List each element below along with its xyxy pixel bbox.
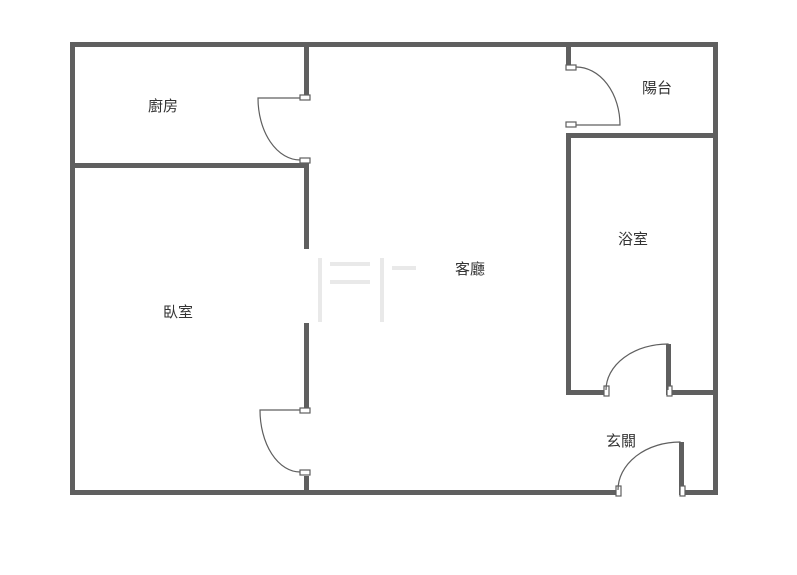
outer-walls bbox=[70, 42, 718, 495]
room-label-kitchen: 廚房 bbox=[148, 97, 178, 115]
room-label-entrance: 玄關 bbox=[606, 432, 636, 450]
entrance-door bbox=[615, 441, 686, 497]
balcony-door bbox=[565, 64, 621, 128]
bedroom-door bbox=[259, 407, 311, 476]
room-label-balcony: 陽台 bbox=[642, 79, 672, 97]
watermark bbox=[318, 258, 416, 322]
kitchen-door bbox=[257, 94, 311, 164]
room-label-bedroom: 臥室 bbox=[163, 303, 193, 321]
bathroom-door bbox=[603, 343, 673, 397]
room-label-living: 客廳 bbox=[455, 260, 485, 278]
room-label-bathroom: 浴室 bbox=[618, 230, 648, 248]
